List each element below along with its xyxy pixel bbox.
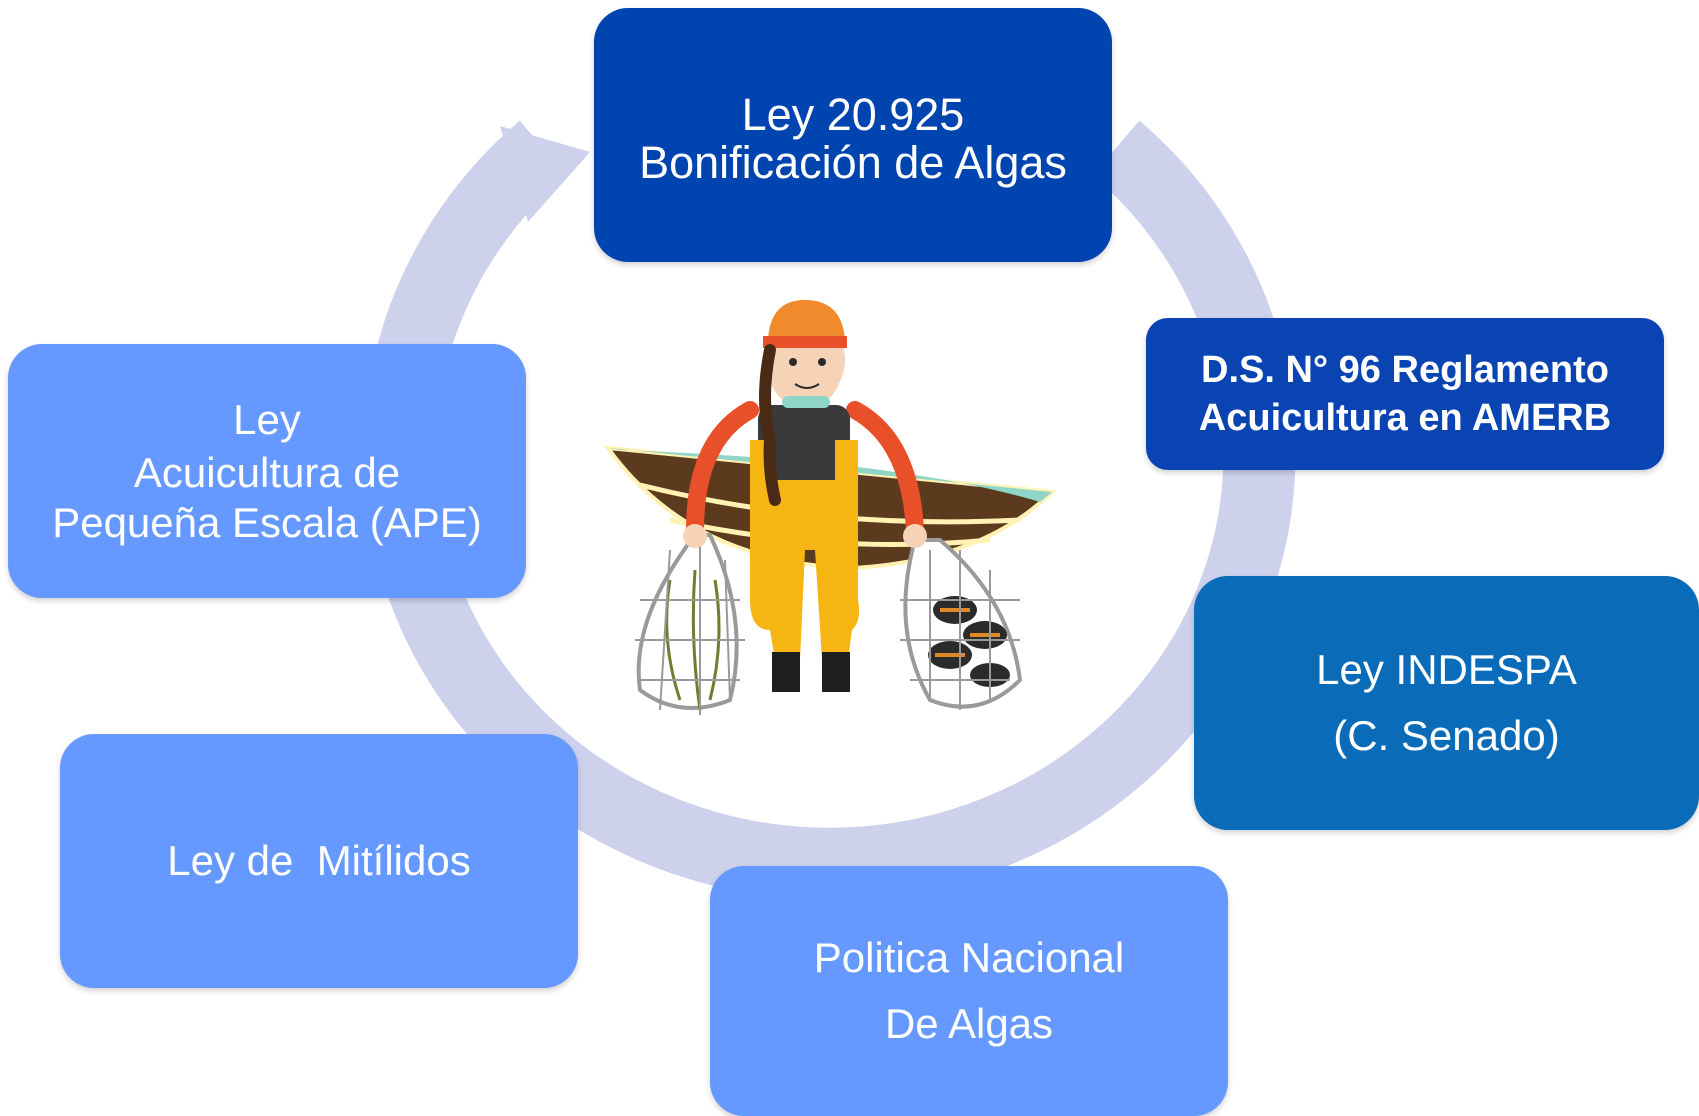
node-politica-algas: Politica Nacional De Algas — [710, 866, 1228, 1116]
algae-net-icon — [635, 533, 745, 715]
node-ley-20925: Ley 20.925 Bonificación de Algas — [594, 8, 1112, 262]
node-politica-algas-line-1: Politica Nacional — [813, 934, 1125, 981]
node-ley-mitilidos-line-1: Ley de Mitílidos — [167, 837, 471, 884]
node-politica-algas-line-2: De Algas — [884, 1000, 1054, 1047]
fisher-woman-with-boat-and-nets-icon — [603, 300, 1057, 715]
node-ley-mitilidos: Ley de Mitílidos — [60, 734, 578, 988]
mussel-net-icon — [900, 538, 1023, 710]
node-ley-ape-line-1: Ley — [233, 395, 301, 443]
cycle-arrowhead-icon — [500, 126, 590, 222]
node-ley-20925-line-2: Bonificación de Algas — [639, 137, 1067, 188]
node-ley-ape-line-3: Pequeña Escala (APE) — [52, 498, 482, 546]
node-ds-96: D.S. N° 96 Reglamento Acuicultura en AME… — [1146, 318, 1664, 470]
node-ds-96-line-2: Acuicultura en AMERB — [1198, 397, 1612, 439]
node-ley-20925-line-1: Ley 20.925 — [741, 89, 965, 140]
node-ley-indespa: Ley INDESPA (C. Senado) — [1194, 576, 1699, 830]
node-ley-ape: Ley Acuicultura de Pequeña Escala (APE) — [8, 344, 526, 598]
node-ds-96-line-1: D.S. N° 96 Reglamento — [1201, 349, 1609, 391]
node-ley-indespa-line-1: Ley INDESPA — [1316, 646, 1577, 693]
node-ley-ape-line-2: Acuicultura de — [133, 448, 401, 496]
person-icon — [750, 300, 860, 692]
node-ley-indespa-line-2: (C. Senado) — [1333, 712, 1560, 759]
